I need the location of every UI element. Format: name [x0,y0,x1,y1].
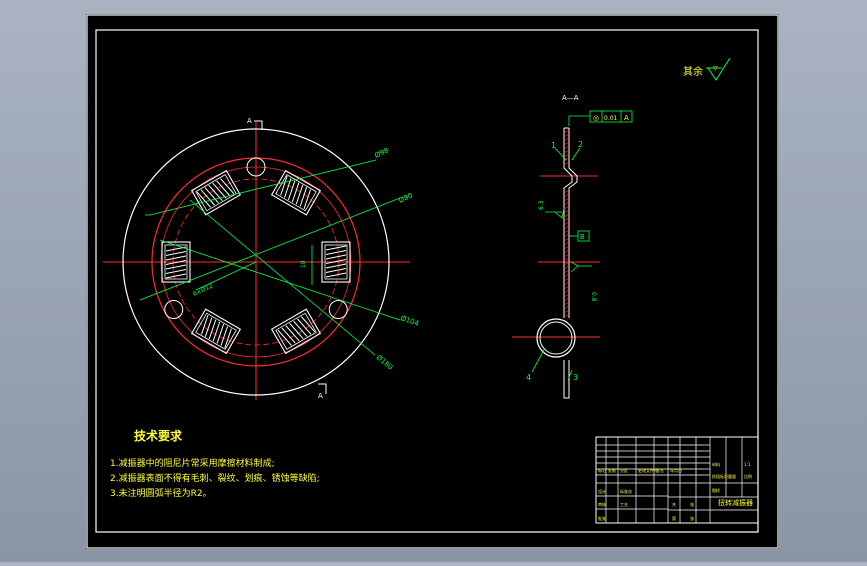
svg-text:2: 2 [578,140,583,149]
title-block-cell: 张 [690,501,694,507]
drawing-title: 扭转减振器 [718,498,753,507]
notes-heading: 技术要求 [134,428,183,443]
title-block-cell: 重量 [728,473,736,479]
section-label-bottom: A [318,392,323,400]
spring-window [321,241,351,283]
pitch-circle [172,178,340,346]
title-block: 扭转减振器 标记处数分区 更改文件号签名年月日设计 标准化 阶段标记重量 比例审核 工艺批… [595,436,759,524]
section-label-top: A [247,117,252,125]
svg-text:3: 3 [573,373,578,382]
title-block-cell: 标准化 [620,488,632,494]
datum-box-b: B [580,233,585,241]
spring-window [190,308,242,355]
drawing-sheet [86,14,779,549]
spring-window [190,169,242,216]
title-block-cell: 比例 [744,473,752,479]
roughness-label: 其余 [683,65,703,78]
title-block-cell: 标记 [598,467,606,473]
spring-window [161,241,191,283]
rivet-hole [328,300,348,319]
rivet-hole [164,300,184,319]
spring-window [270,169,322,216]
rivet-holes [164,157,348,319]
note-item-1: 1.减振器中的阻尼片常采用摩擦材料制成; [110,457,275,469]
svg-text:▽: ▽ [713,65,718,72]
tolerance-datum: A [624,114,629,122]
inner-frame [95,29,759,533]
title-block-cell: 签名 [656,467,664,473]
svg-text:1: 1 [551,141,556,150]
part-callouts: 1 2 3 4 [526,140,583,382]
svg-text:◎: ◎ [593,114,599,122]
section-hatch [563,129,570,318]
title-block-cell: 材料 [712,461,720,467]
spring-window [270,308,322,355]
roughness-symbol: 其余 ▽ [683,57,731,81]
technical-notes: 技术要求 1.减振器中的阻尼片常采用摩擦材料制成; 2.减振器表面不得有毛刺、裂… [110,428,320,499]
front-view: Ø98 Ø80 Ø104 Ø180 6×Ø12 18 A A [103,117,420,400]
title-block-cell: 审核 [598,501,606,507]
svg-text:4: 4 [526,373,531,382]
tolerance-frame: ◎ 0.01 A [568,110,633,126]
outer-frame [86,14,779,549]
dim-left: 6.3 [538,200,545,210]
section-view-label: A—A [562,94,579,102]
side-section-view: A—A ◎ 0.01 A 1 2 3 [512,94,633,399]
note-item-3: 3.未注明圆弧半径为R2。 [110,487,212,499]
title-block-cell: 阶段标记 [712,473,728,479]
title-block-cell: 张 [690,515,694,521]
dimension-leaders [139,159,401,356]
title-block-cell: 工艺 [620,502,628,507]
outer-circle [122,128,390,396]
title-block-cell: 共 [672,501,676,507]
roughness-check-icon [707,57,731,81]
title-block-cell: 更改文件号 [638,467,658,473]
note-item-2: 2.减振器表面不得有毛刺、裂纹、划痕、锈蚀等缺陷; [110,472,320,484]
title-block-cell: 处数 [608,467,616,473]
title-block-cell: 批准 [598,515,606,521]
rivet-hole [246,157,266,177]
title-block-cell: 1:1 [744,462,751,467]
inner-friction-circle [160,166,352,358]
title-block-cell: 图样 [712,487,720,493]
title-block-cell: 第 [672,515,676,521]
spring-windows [161,169,351,355]
tolerance-value: 0.01 [604,115,618,122]
title-block-cell: 年月日 [670,467,682,473]
title-block-cell: 设计 [598,488,606,494]
title-block-cell: 分区 [620,467,628,473]
dim-d6: 18 [300,260,307,268]
dim-right: 0.8 [590,292,597,302]
